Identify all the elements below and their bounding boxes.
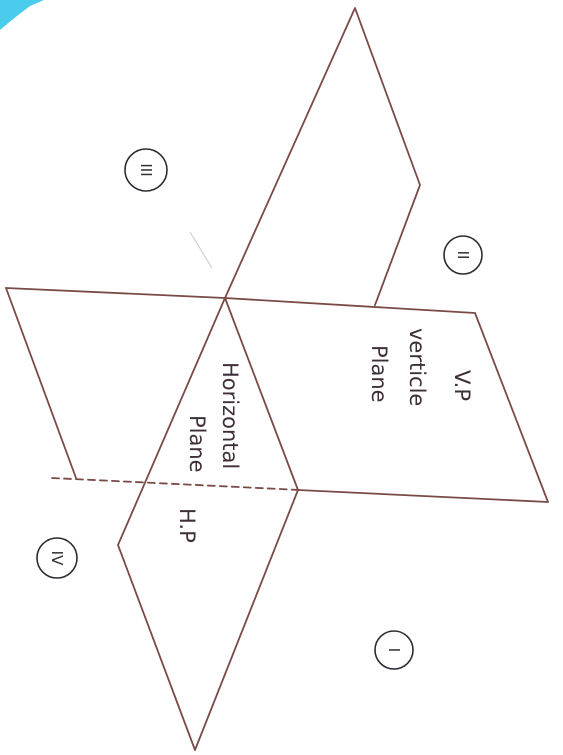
quadrant-label-IV: IV (37, 538, 77, 578)
upper-vertical-plane (225, 8, 420, 305)
quadrant-label-I: I (375, 631, 413, 669)
watermark-corner (0, 0, 44, 30)
left-plane-top-edge (6, 288, 225, 298)
vp-line1: verticle (405, 328, 429, 406)
vp-line2: Plane (367, 345, 391, 403)
svg-text:IV: IV (48, 551, 66, 566)
quadrant-label-III: III (125, 149, 167, 191)
svg-text:III: III (137, 163, 155, 176)
hp-abbr: H.P (175, 508, 199, 543)
quadrant-label-II: II (444, 236, 482, 274)
intersection-dashed-line (52, 478, 300, 490)
hp-line1: Horizontal (218, 362, 242, 469)
horizontal-plane-rhombus (118, 298, 298, 750)
svg-text:I: I (385, 648, 403, 652)
vp-abbr: V.P (450, 370, 474, 401)
hp-line2: Plane (185, 415, 209, 473)
pencil-mark (190, 232, 212, 268)
left-plane-half (6, 288, 76, 478)
vertical-plane-label: V.P verticle Plane (367, 328, 474, 406)
svg-text:II: II (454, 251, 472, 260)
